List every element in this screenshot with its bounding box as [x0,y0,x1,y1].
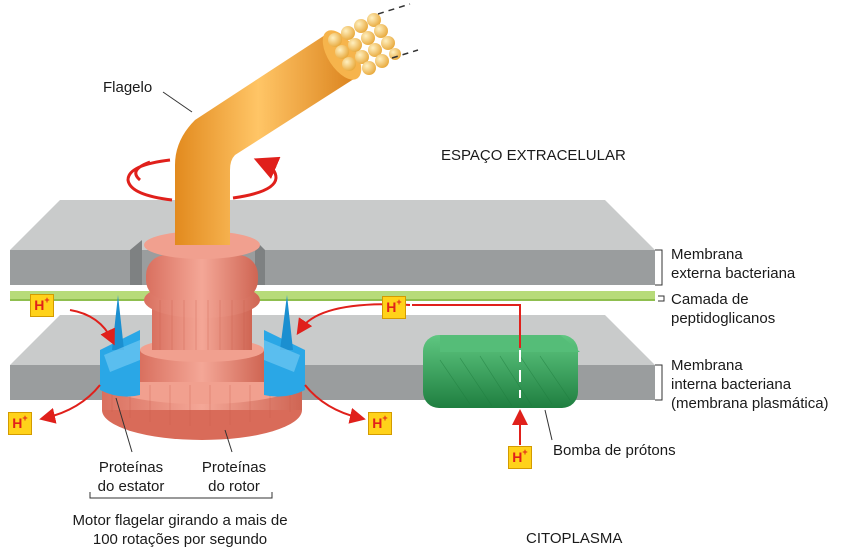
label-espaco-extracelular: ESPAÇO EXTRACELULAR [441,146,626,165]
outer-membrane [10,200,655,285]
label-motor-1: Motor flagelar girando a mais de [72,511,287,530]
label-motor-2: 100 rotações por segundo [93,530,267,549]
proton-box-4: H+ [368,412,392,435]
label-estator-2: do estator [98,477,165,496]
proton-pump [423,335,580,408]
layer-brackets [655,250,664,400]
label-membrana-interna-2: interna bacteriana [671,375,791,394]
label-camada-1: Camada de [671,290,749,309]
label-rotor-2: do rotor [208,477,260,496]
label-estator-1: Proteínas [99,458,163,477]
label-membrana-interna-3: (membrana plasmática) [671,394,829,413]
proton-box-2: H+ [8,412,32,435]
label-rotor-1: Proteínas [202,458,266,477]
label-membrana-interna-1: Membrana [671,356,743,375]
label-citoplasma: CITOPLASMA [526,529,622,548]
peptidoglycan-layer [10,291,655,301]
label-membrana-externa-1: Membrana [671,245,743,264]
proton-box-3: H+ [382,296,406,319]
label-flagelo: Flagelo [103,78,152,97]
label-camada-2: peptidoglicanos [671,309,775,328]
proton-box-5: H+ [508,446,532,469]
label-membrana-externa-2: externa bacteriana [671,264,795,283]
label-bomba-protons: Bomba de prótons [553,441,676,460]
proton-box-1: H+ [30,294,54,317]
